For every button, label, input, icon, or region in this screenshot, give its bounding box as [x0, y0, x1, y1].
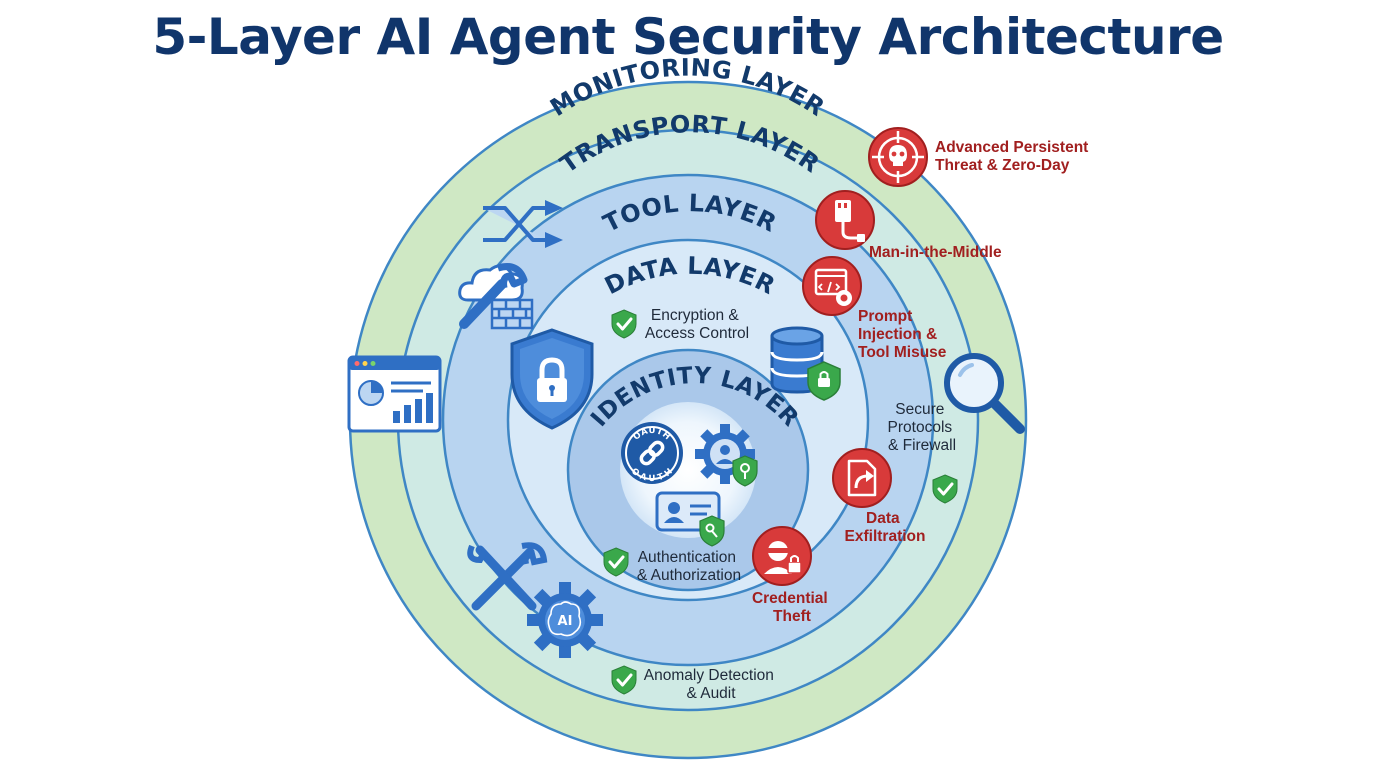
dashboard-icon	[347, 355, 442, 433]
skull-target-icon	[868, 127, 928, 187]
database-lock-shield-icon	[807, 361, 841, 401]
page-title: 5-Layer AI Agent Security Architecture	[152, 8, 1224, 66]
oauth-icon: OAUTH OAUTH	[621, 422, 683, 484]
protocols-label: Secure Protocols & Firewall	[888, 401, 957, 454]
mitm-threat-label: Man-in-the-Middle	[869, 244, 1002, 261]
id-key-shield-icon	[699, 515, 725, 547]
shield-lock-icon	[510, 328, 594, 430]
user-key-shield-icon	[732, 455, 758, 487]
wrench-icon	[459, 263, 528, 329]
magnifier-icon	[944, 353, 1025, 434]
cable-plug-icon	[815, 190, 875, 250]
prompt-threat-label: Prompt Injection & Tool Misuse	[858, 308, 947, 361]
svg-text:AI: AI	[558, 614, 573, 629]
thief-icon	[752, 526, 812, 586]
svg-text:OAUTH: OAUTH	[632, 426, 673, 443]
encryption-label: Encryption & Access Control	[645, 307, 749, 342]
apt-threat-label: Advanced Persistent Threat & Zero-Day	[935, 139, 1093, 174]
firewall-icon	[490, 298, 534, 330]
shuffle-icon	[483, 200, 563, 248]
tools-icon	[467, 542, 548, 611]
exfil-threat-label: Data Exfiltration	[845, 510, 926, 545]
ai-brain-gear-icon: AI	[527, 582, 603, 658]
anomaly-label: Anomaly Detection & Audit	[644, 667, 778, 702]
file-export-icon	[832, 448, 892, 508]
credential-threat-label: Credential Theft	[752, 590, 832, 625]
authentication-label: Authentication & Authorization	[637, 549, 741, 584]
code-gear-icon	[802, 256, 862, 316]
